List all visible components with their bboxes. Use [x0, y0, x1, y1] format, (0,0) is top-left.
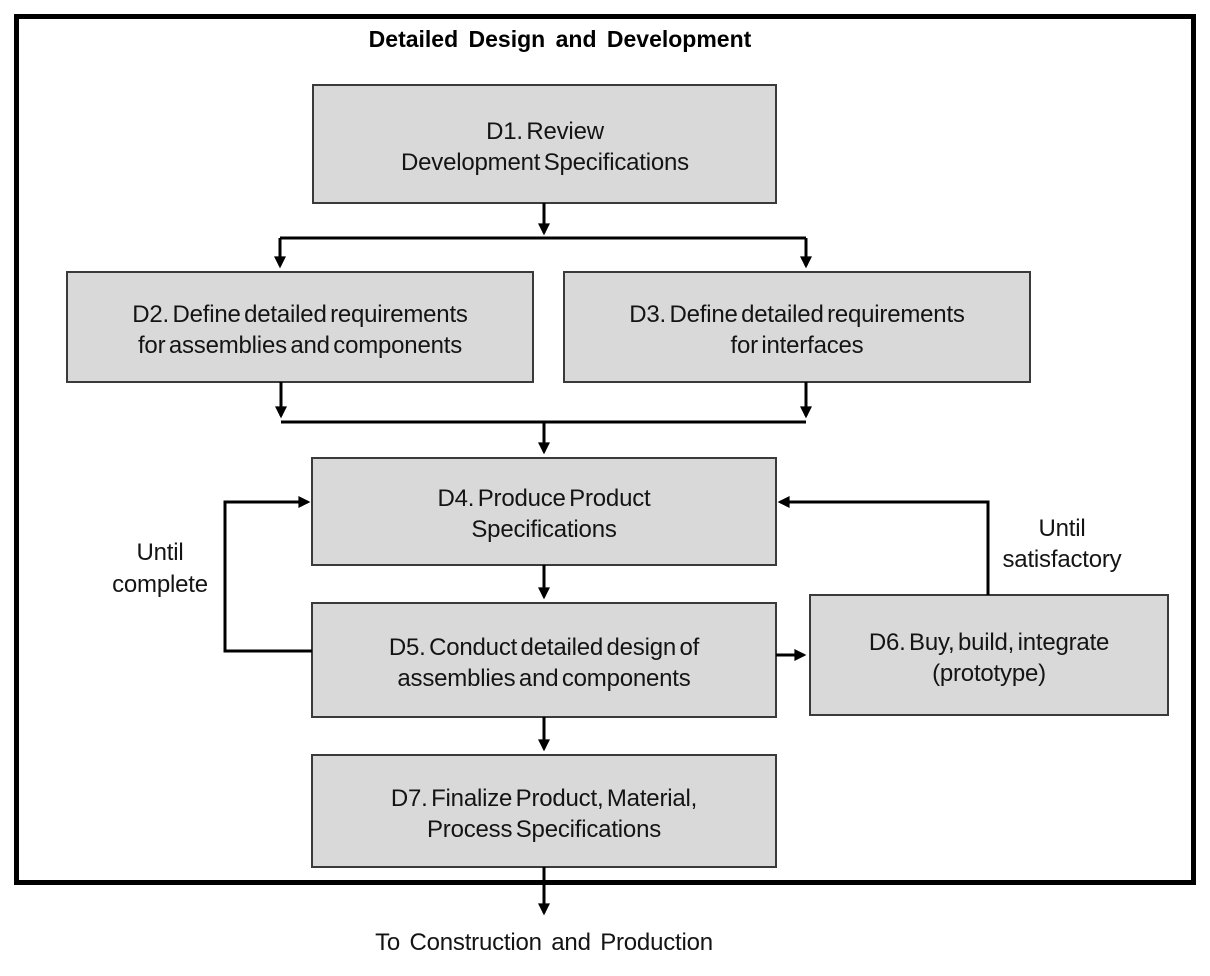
process-box-d1: D1. Review Development Specifications [312, 84, 777, 204]
box-d5-line2: assemblies and components [397, 665, 690, 692]
process-box-d7: D7. Finalize Product, Material, Process … [311, 754, 777, 868]
label-until-complete-line1: Until [136, 539, 183, 566]
process-box-d5: D5. Conduct detailed design of assemblie… [311, 602, 777, 718]
process-box-d3: D3. Define detailed requirements for int… [563, 271, 1031, 383]
box-d1-line2: Development Specifications [401, 149, 689, 176]
box-d4-line2: Specifications [471, 516, 616, 543]
box-d7-line2: Process Specifications [427, 816, 661, 843]
box-d4-line1: D4. Produce Product [438, 485, 652, 512]
diagram-title: Detailed Design and Development [369, 26, 752, 52]
box-d2-rect [66, 271, 534, 383]
box-d6-line1: D6. Buy, build, integrate [869, 629, 1109, 656]
box-d2-line1: D2. Define detailed requirements [132, 301, 468, 328]
box-d3-line2: for interfaces [731, 332, 864, 359]
box-d3-rect [563, 271, 1031, 383]
box-d7-rect [311, 754, 777, 868]
process-box-d6: D6. Buy, build, integrate (prototype) [809, 594, 1169, 716]
box-d5-line1: D5. Conduct detailed design of [389, 634, 700, 661]
label-until-satisfactory: Until satisfactory [1003, 515, 1122, 573]
label-until-complete-line2: complete [112, 571, 208, 598]
process-box-d4: D4. Produce Product Specifications [311, 457, 777, 566]
box-d6-rect [809, 594, 1169, 716]
box-d3-line1: D3. Define detailed requirements [629, 301, 965, 328]
label-until-complete: Until complete [112, 539, 208, 598]
loop-until-complete [223, 496, 312, 653]
box-d1-line1: D1. Review [486, 118, 605, 145]
label-exit: To Construction and Production [375, 929, 713, 956]
box-d2-line2: for assemblies and components [138, 332, 462, 359]
box-d7-line1: D7. Finalize Product, Material, [391, 785, 697, 812]
outer-frame [14, 14, 1196, 885]
box-d4-rect [311, 457, 777, 566]
box-d1-rect [312, 84, 777, 204]
label-until-satisfactory-line1: Until [1038, 515, 1085, 542]
label-until-satisfactory-line2: satisfactory [1003, 546, 1122, 573]
box-d6-line2: (prototype) [932, 660, 1046, 687]
process-box-d2: D2. Define detailed requirements for ass… [66, 271, 534, 383]
loop-until-satisfactory [777, 496, 990, 595]
